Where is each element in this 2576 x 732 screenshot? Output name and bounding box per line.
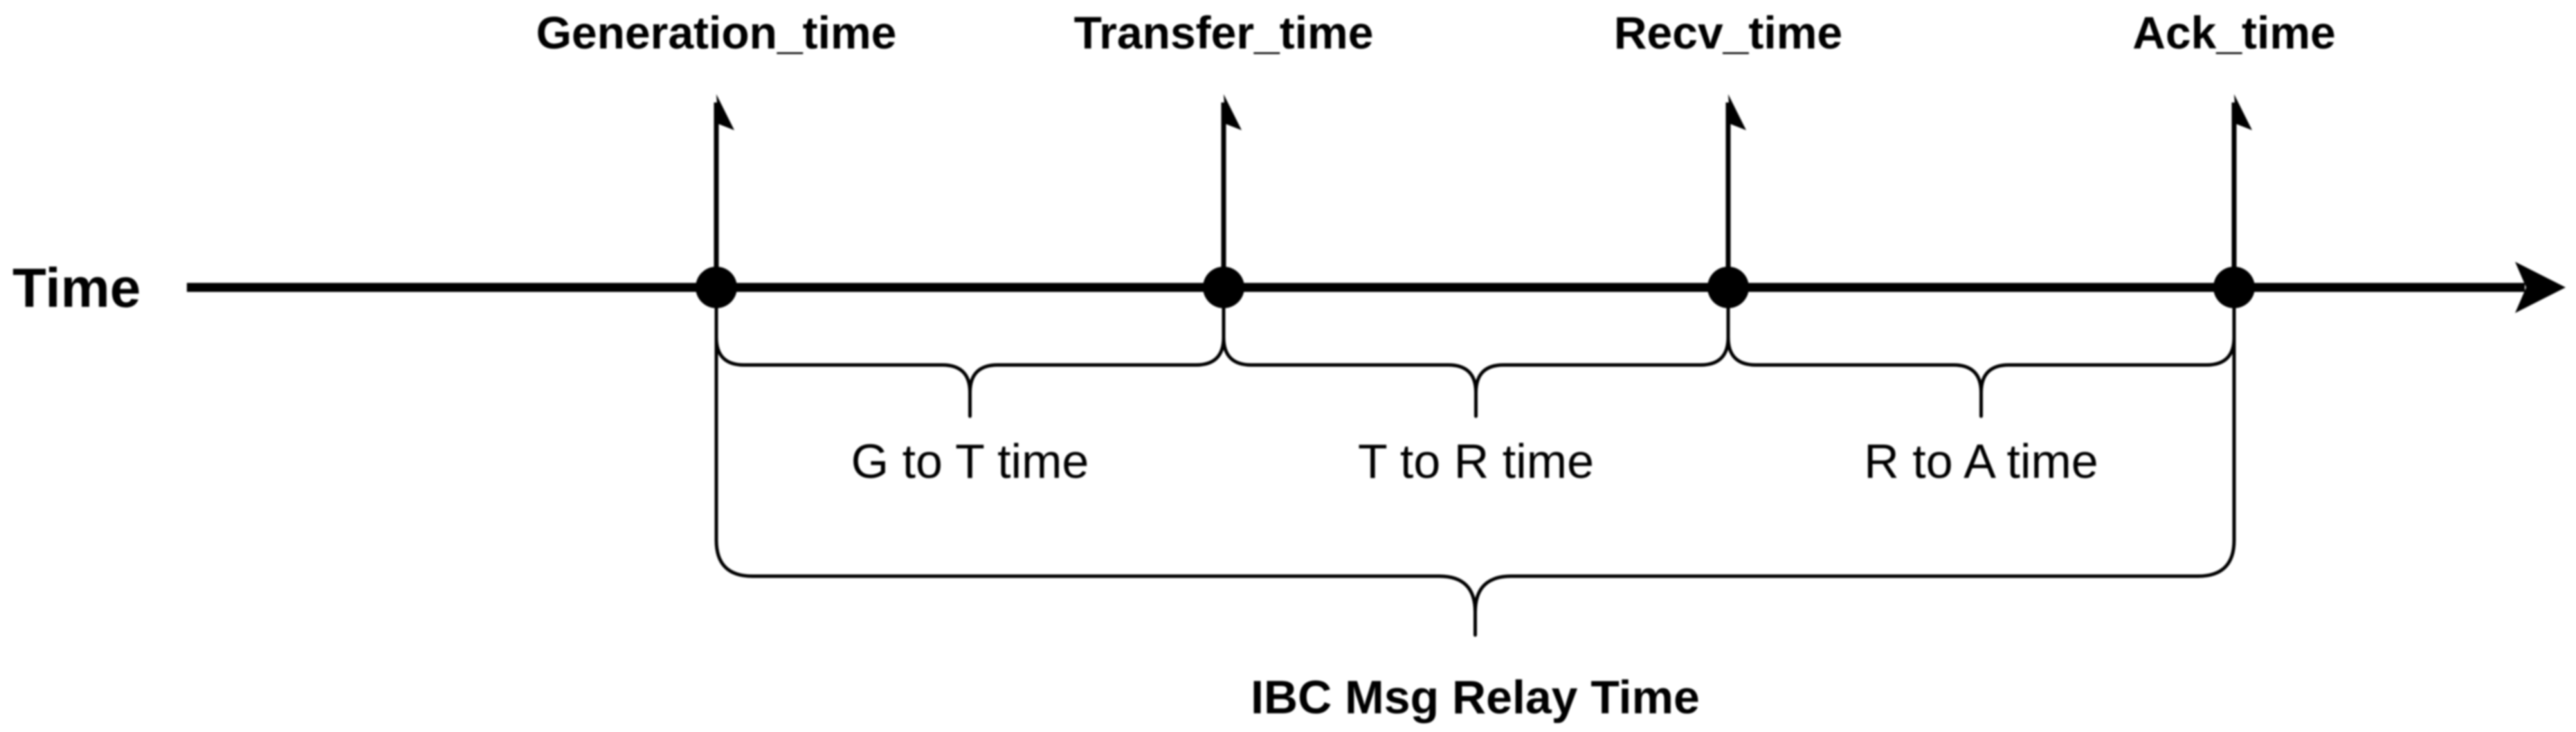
- shapes-layer: [187, 94, 2566, 637]
- event-arrowhead-icon: [1224, 94, 1242, 130]
- event-label-recv-time: Recv_time: [1614, 7, 1842, 58]
- time-axis-arrowhead-icon: [2515, 262, 2566, 313]
- event-label-transfer-time: Transfer_time: [1074, 7, 1374, 58]
- overall-interval-brace: [714, 285, 2236, 637]
- time-axis-label: Time: [12, 257, 140, 319]
- interval-brace: [714, 285, 1226, 418]
- event-dot: [696, 267, 737, 308]
- interval-label-g-to-t: G to T time: [851, 434, 1089, 488]
- event-arrowhead-icon: [2234, 94, 2252, 130]
- event-label-ack-time: Ack_time: [2132, 7, 2336, 58]
- interval-label-t-to-r: T to R time: [1358, 434, 1594, 488]
- interval-brace: [1726, 285, 2236, 418]
- event-dot: [1203, 267, 1244, 308]
- event-arrowhead-icon: [1728, 94, 1746, 130]
- event-arrowhead-icon: [716, 94, 734, 130]
- interval-label-r-to-a: R to A time: [1864, 434, 2098, 488]
- interval-brace: [1222, 285, 1730, 418]
- event-label-generation-time: Generation_time: [536, 7, 897, 58]
- event-dot: [2213, 267, 2255, 308]
- event-dot: [1707, 267, 1749, 308]
- overall-interval-label: IBC Msg Relay Time: [1251, 671, 1700, 724]
